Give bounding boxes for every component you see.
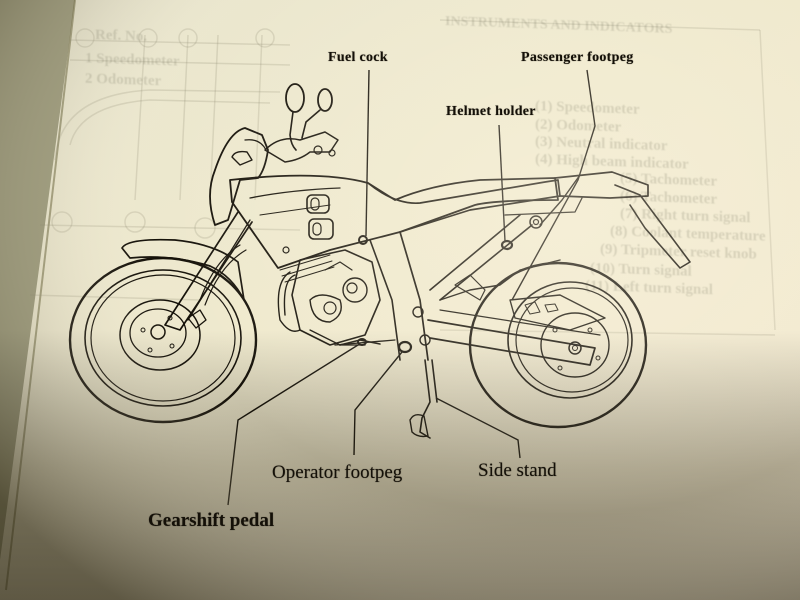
label-side-stand: Side stand	[478, 460, 557, 481]
label-gearshift-pedal: Gearshift pedal	[148, 510, 275, 531]
bleed-list-1: (1) Speedometer	[535, 98, 640, 118]
bleed-row-1: 1 Speedometer	[85, 50, 180, 70]
bleed-table-header: Ref. No.	[95, 27, 148, 45]
label-helmet-holder: Helmet holder	[446, 104, 536, 119]
label-passenger-footpeg: Passenger footpeg	[521, 50, 634, 65]
label-fuel-cock: Fuel cock	[328, 50, 388, 65]
bleed-list-5: (5) Tachometer	[620, 170, 718, 190]
label-operator-footpeg: Operator footpeg	[272, 462, 403, 483]
bleed-row-2: 2 Odometer	[85, 70, 162, 90]
